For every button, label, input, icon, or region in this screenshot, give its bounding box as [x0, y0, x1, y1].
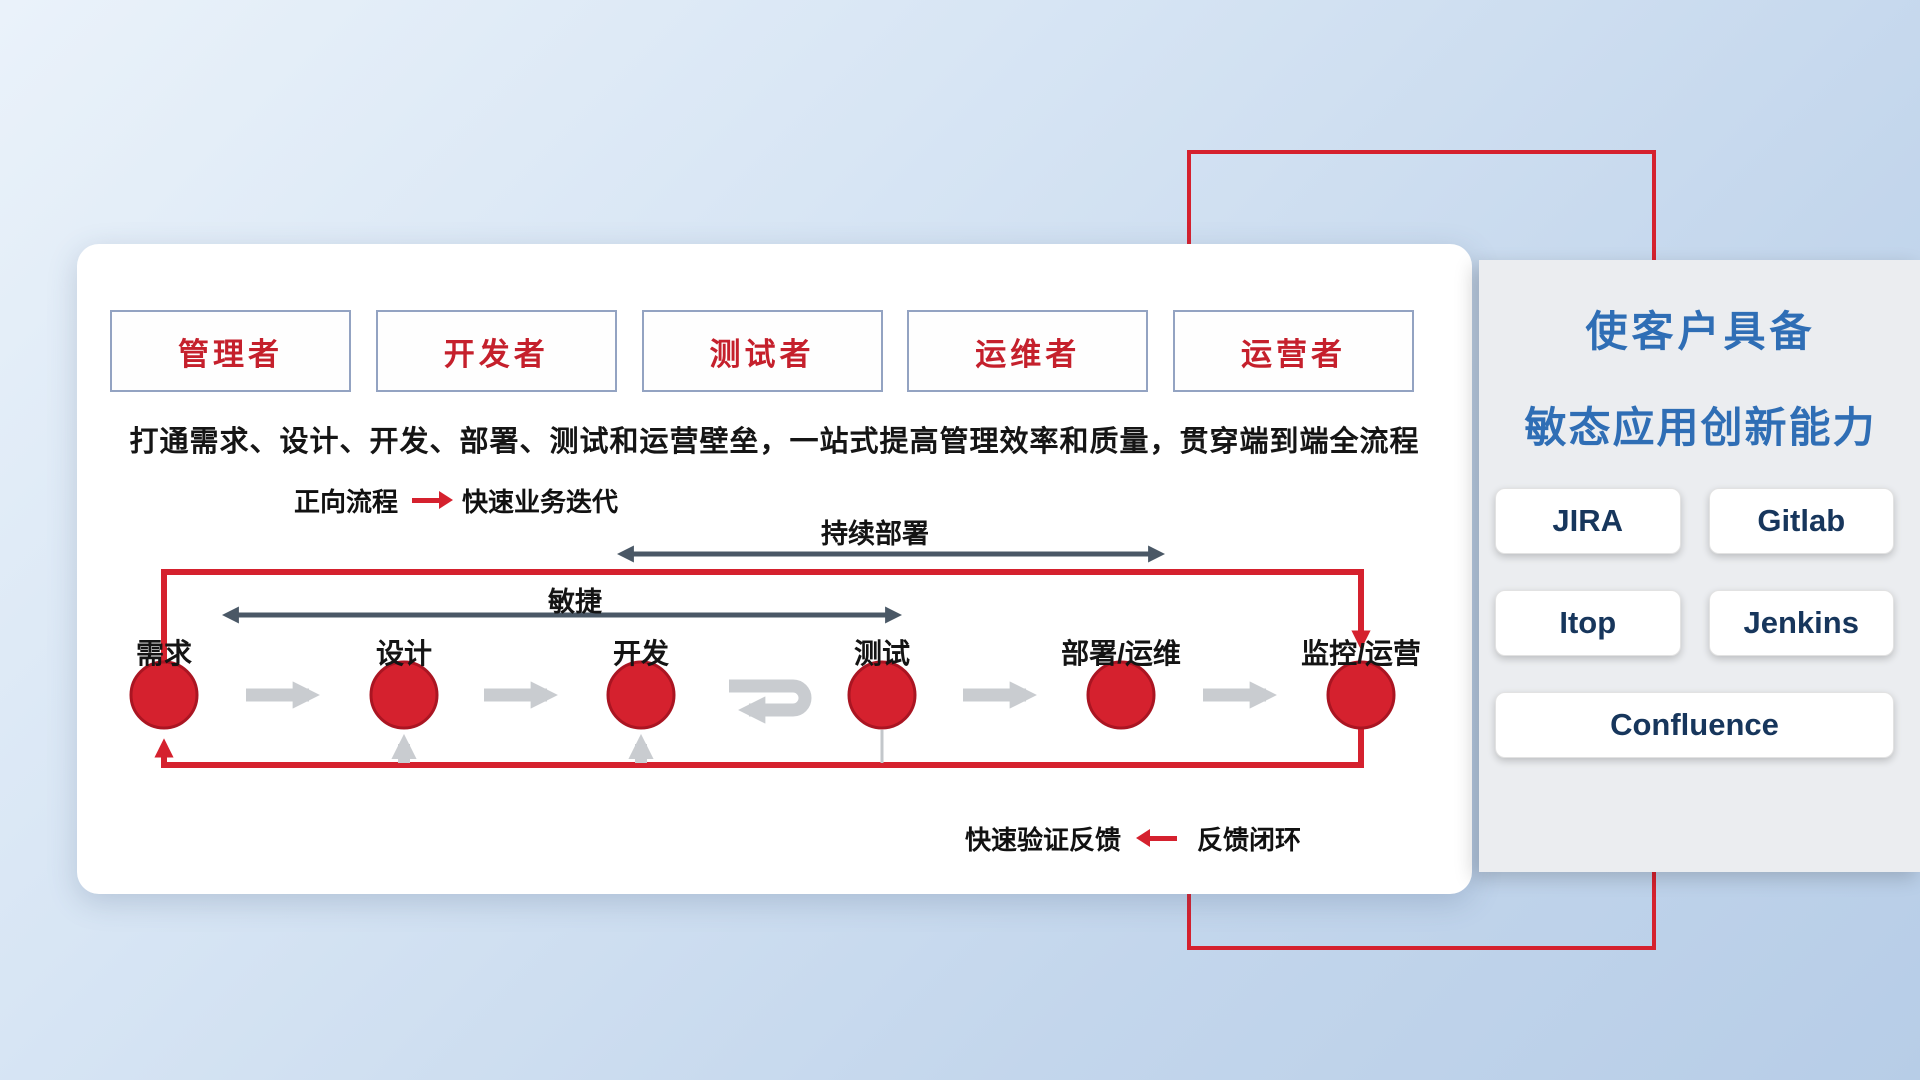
role-box-ops: 运维者	[907, 310, 1149, 392]
tool-chip-itop: Itop	[1495, 590, 1681, 656]
capability-title-line1: 使客户具备	[1585, 308, 1816, 355]
stage-label-monitor-ops: 监控/运营	[1301, 638, 1421, 669]
forward-arrow-icon	[412, 491, 454, 509]
feedback-label: 反馈闭环	[1197, 825, 1302, 855]
feedback-desc: 快速验证反馈	[965, 825, 1122, 855]
roles-row: 管理者 开发者 测试者 运维者 运营者	[110, 310, 1414, 392]
stage-label-design: 设计	[375, 638, 432, 669]
stage-circle-design	[369, 660, 439, 730]
feedback-flow-line	[154, 728, 1364, 768]
role-box-operator: 运营者	[1173, 310, 1414, 392]
tool-chip-jenkins: Jenkins	[1708, 590, 1894, 656]
role-box-manager: 管理者	[110, 310, 351, 392]
stage-circle-deploy-ops	[1086, 660, 1156, 730]
devops-flow-panel: 管理者 开发者 测试者 运维者 运营者 打通需求、设计、开发、部署、测试和运营壁…	[77, 244, 1472, 894]
role-label: 运营者	[1241, 336, 1346, 372]
stage-circle-requirement	[129, 660, 199, 730]
tool-chip-jira: JIRA	[1495, 488, 1681, 554]
tool-chip-gitlab: Gitlab	[1708, 488, 1894, 554]
stage-label-testing: 测试	[853, 638, 910, 669]
role-label: 开发者	[443, 336, 549, 372]
legend-forward: 正向流程 快速业务迭代	[294, 482, 618, 519]
stage-label-requirement: 需求	[135, 638, 192, 669]
forward-flow-line	[161, 569, 1371, 662]
stage-circle-monitor-ops	[1326, 660, 1396, 730]
role-label: 测试者	[709, 336, 815, 372]
tools-grid: JIRA Gitlab Itop Jenkins Confluence	[1495, 488, 1894, 758]
flow-diagram	[129, 545, 1396, 768]
stage-label-deploy-ops: 部署/运维	[1061, 638, 1181, 669]
forward-flow-label: 正向流程	[294, 487, 399, 517]
tool-chip-confluence: Confluence	[1495, 692, 1894, 758]
forward-flow-desc: 快速业务迭代	[462, 487, 619, 517]
stage-circle-development	[606, 660, 676, 730]
uturn-arrow-icon	[729, 679, 812, 724]
role-label: 运维者	[975, 336, 1081, 372]
capability-title-line2: 敏态应用创新能力	[1524, 404, 1877, 451]
stage-circle-testing	[847, 660, 917, 730]
role-box-tester: 测试者	[641, 310, 883, 392]
role-label: 管理者	[178, 336, 283, 372]
capability-panel: 使客户具备 敏态应用创新能力 JIRA Gitlab Itop Jenkins …	[1479, 260, 1920, 872]
stage-label-development: 开发	[612, 638, 669, 669]
process-description: 打通需求、设计、开发、部署、测试和运营壁垒，一站式提高管理效率和质量，贯穿端到端…	[129, 426, 1420, 458]
role-box-developer: 开发者	[375, 310, 617, 392]
agile-label: 敏捷	[548, 587, 602, 617]
legend-feedback: 快速验证反馈 反馈闭环	[965, 820, 1301, 857]
feedback-arrow-icon	[1136, 829, 1178, 847]
continuous-deploy-label: 持续部署	[821, 519, 929, 549]
